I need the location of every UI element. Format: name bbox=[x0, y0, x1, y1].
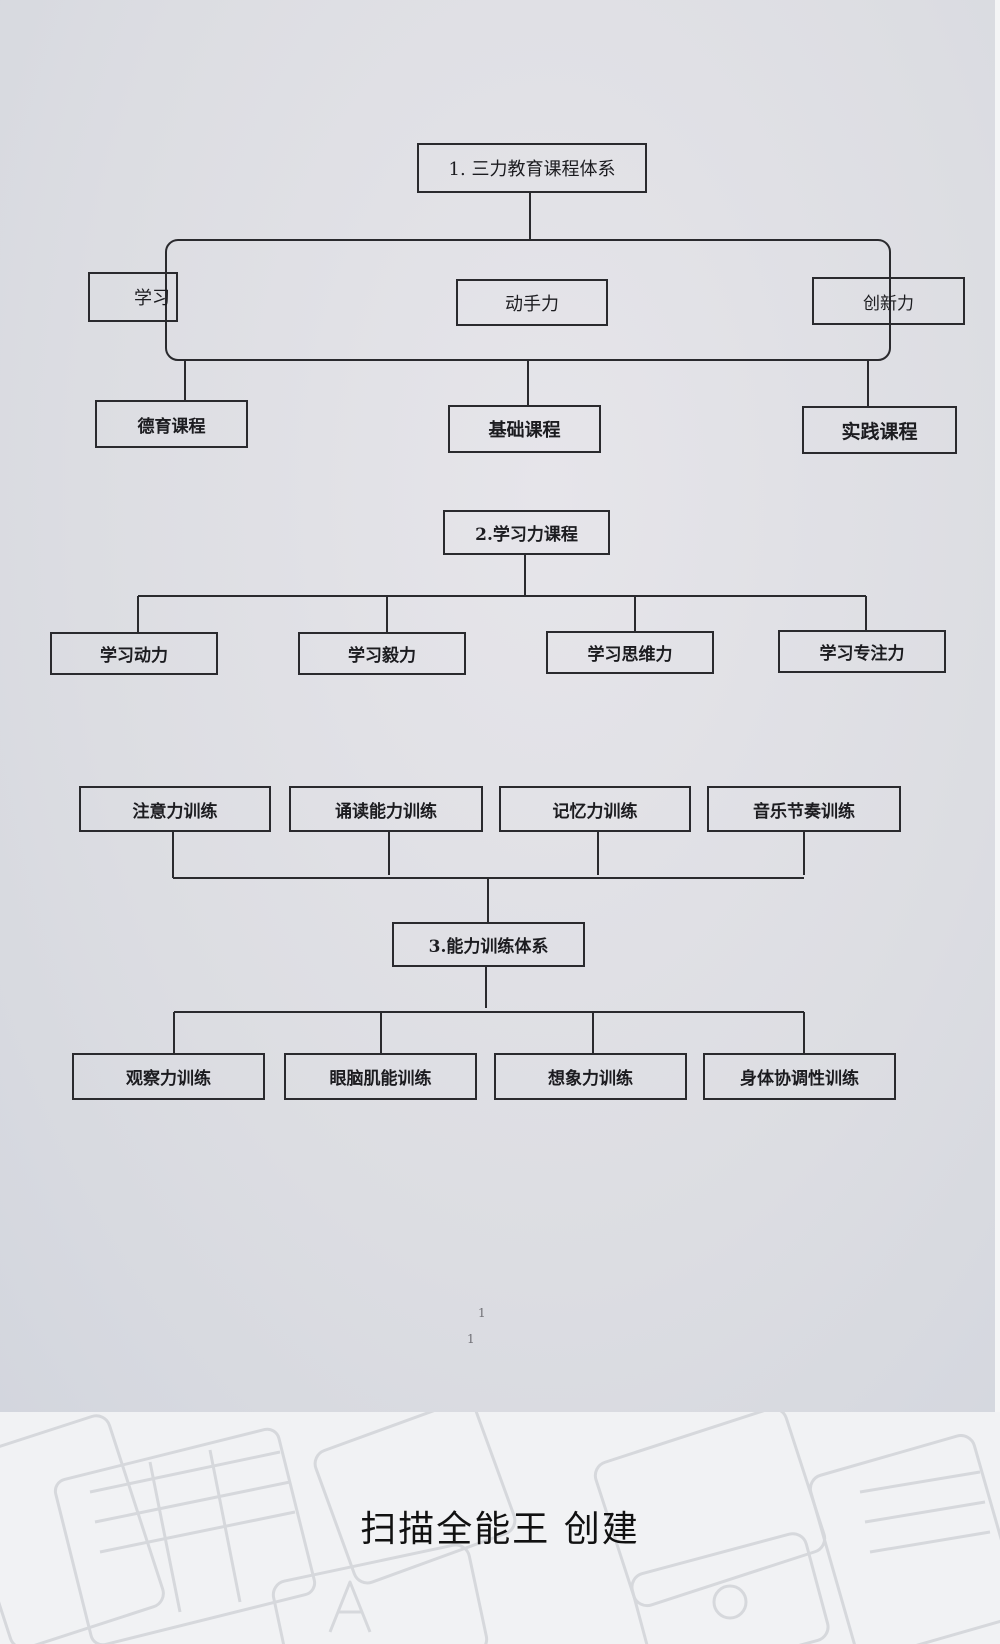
footer-watermark-text: 扫描全能王 创建 bbox=[360, 1509, 640, 1550]
coordination-training-box: 身体协调性训练 bbox=[703, 1053, 896, 1100]
paper-edge bbox=[995, 0, 1000, 1412]
learning-motivation-box: 学习动力 bbox=[50, 632, 218, 675]
page-number: 1 bbox=[478, 1306, 486, 1320]
section2-title-box: 2.学习力课程 bbox=[443, 510, 610, 555]
reading-training-box: 诵读能力训练 bbox=[289, 786, 483, 832]
ability-hands-on-box: 动手力 bbox=[456, 279, 608, 326]
section1-title-box: 1. 三力教育课程体系 bbox=[417, 143, 647, 193]
eye-brain-training-box: 眼脑肌能训练 bbox=[284, 1053, 477, 1100]
footer-doodle-background bbox=[0, 1412, 1000, 1644]
ability-innovation-box: 创新力 bbox=[812, 277, 965, 325]
course-basic-box: 基础课程 bbox=[448, 405, 601, 453]
learning-thinking-box: 学习思维力 bbox=[546, 631, 714, 674]
course-moral-box: 德育课程 bbox=[95, 400, 248, 448]
imagination-training-box: 想象力训练 bbox=[494, 1053, 687, 1100]
rhythm-training-box: 音乐节奏训练 bbox=[707, 786, 901, 832]
learning-focus-box: 学习专注力 bbox=[778, 630, 946, 673]
ability-learning-box: 学习 bbox=[88, 272, 178, 322]
attention-training-box: 注意力训练 bbox=[79, 786, 271, 832]
course-practice-box: 实践课程 bbox=[802, 406, 957, 454]
page-number-duplicate: 1 bbox=[467, 1332, 475, 1346]
memory-training-box: 记忆力训练 bbox=[499, 786, 691, 832]
learning-perseverance-box: 学习毅力 bbox=[298, 632, 466, 675]
observation-training-box: 观察力训练 bbox=[72, 1053, 265, 1100]
connector-lines bbox=[137, 193, 891, 1053]
scanner-footer: 扫描全能王 创建 bbox=[0, 1412, 1000, 1644]
scanned-paper bbox=[0, 0, 995, 1412]
section3-title-box: 3.能力训练体系 bbox=[392, 922, 585, 967]
